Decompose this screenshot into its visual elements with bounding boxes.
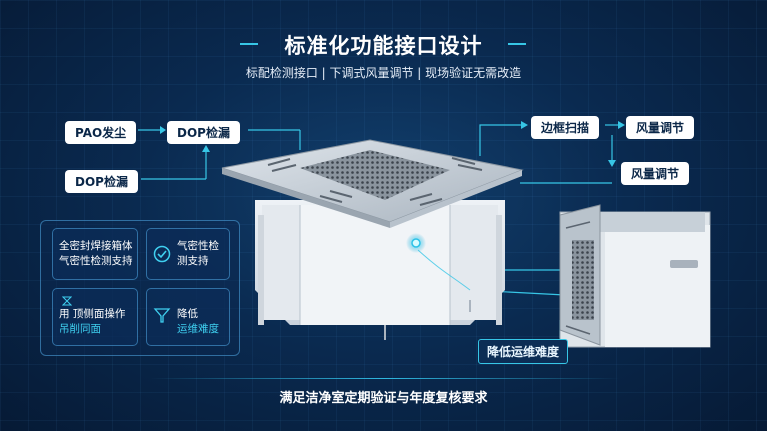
title-bar-right — [508, 43, 526, 45]
funnel-arrow-icon — [153, 306, 171, 328]
hepa-box-main — [221, 139, 524, 340]
feature-card-sealed: 全密封焊接箱体 气密性检测支持 — [52, 228, 138, 280]
hourglass-icon — [61, 291, 73, 310]
feature-card-airtight: 气密性检 测支持 — [146, 228, 230, 280]
feature-maint-line1: 降低 — [177, 308, 198, 320]
hepa-box-side — [559, 204, 711, 348]
footer-text: 满足洁净室定期验证与年度复核要求 — [279, 391, 488, 406]
feature-airtight-line2: 测支持 — [177, 255, 209, 267]
tag-reduce-maintenance: 降低运维难度 — [478, 339, 569, 364]
feature-sealed-line1: 全密封焊接箱体 — [59, 240, 133, 252]
tag-dop-leak-top: DOP检漏 — [167, 121, 240, 144]
feature-side-line2: 吊削同面 — [59, 323, 101, 335]
page-title: 标准化功能接口设计 — [284, 34, 483, 58]
page-subtitle: 标配检测接口 | 下调式风量调节 | 现场验证无需改造 — [245, 66, 522, 80]
feature-side-line1: 用 顶侧面操作 — [59, 308, 126, 320]
footer-divider — [150, 378, 620, 379]
feature-card-side-operation: 用 顶侧面操作 吊削同面 — [52, 288, 138, 346]
port-wire — [417, 249, 471, 291]
feature-airtight-line1: 气密性检 — [177, 240, 219, 252]
feature-sealed-line2: 气密性检测支持 — [59, 255, 133, 267]
tag-frame-scan: 边框扫描 — [531, 116, 600, 139]
tag-pao-dust: PAO发尘 — [65, 121, 137, 144]
tag-air-adjust-bottom: 风量调节 — [621, 162, 690, 185]
tag-dop-leak-bottom: DOP检漏 — [65, 170, 138, 193]
tag-air-adjust-top: 风量调节 — [626, 116, 695, 139]
check-circle-icon — [153, 245, 171, 267]
feature-card-reduce-maint: 降低 运维难度 — [146, 288, 230, 346]
connector-lines-left — [138, 126, 301, 180]
feature-maint-line2: 运维难度 — [177, 323, 219, 335]
title-bar-left — [240, 43, 258, 45]
